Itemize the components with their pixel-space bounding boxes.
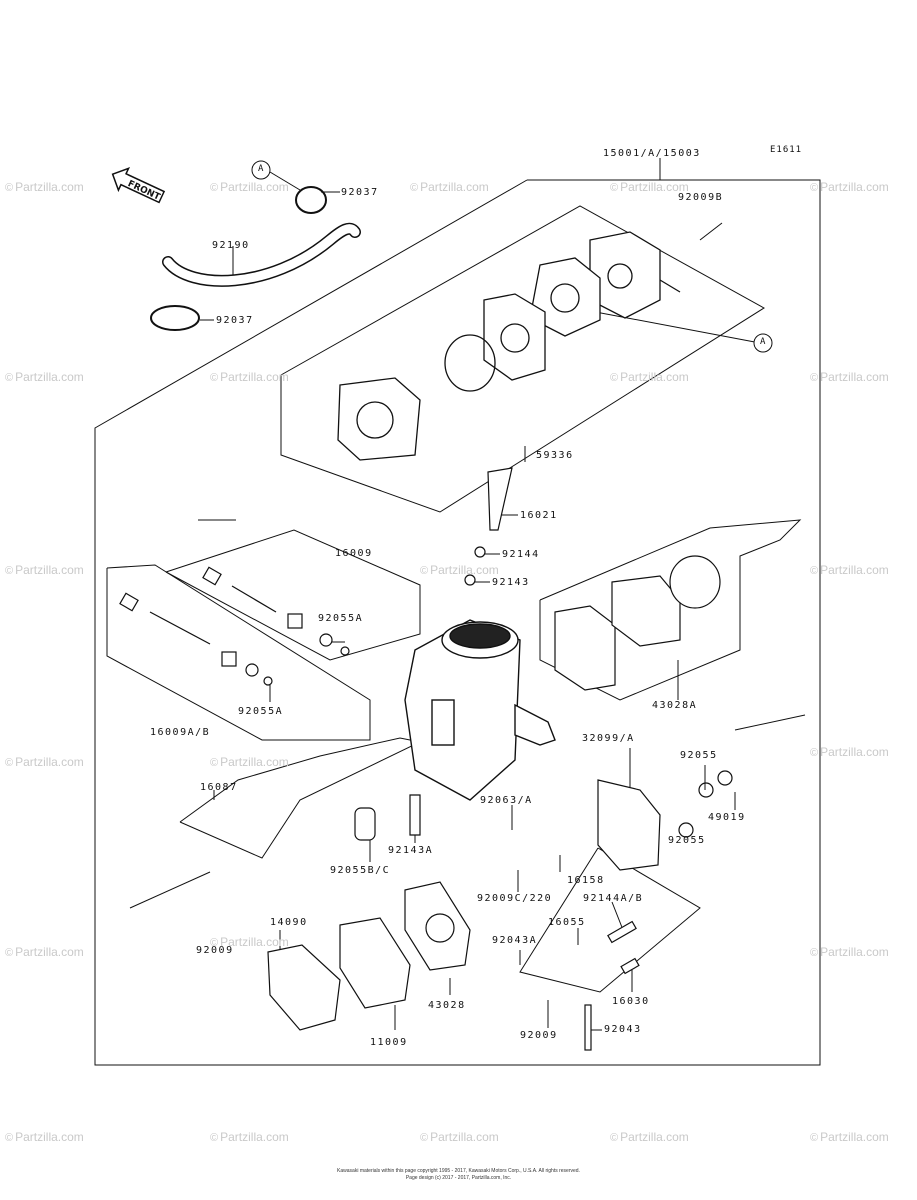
part-label: 92143 [492,577,530,588]
watermark: ©Partzilla.com [420,563,499,577]
callout-a-right-label: A [760,337,766,347]
part-label: 16021 [520,510,558,521]
watermark: ©Partzilla.com [5,563,84,577]
watermark: ©Partzilla.com [610,1130,689,1144]
callout-a-right [753,333,773,353]
watermark: ©Partzilla.com [210,180,289,194]
part-label: 14090 [270,917,308,928]
watermark: ©Partzilla.com [810,370,889,384]
part-label: 92043 [604,1024,642,1035]
part-label: 92009B [678,192,724,203]
carburetor-body-part [404,619,556,801]
part-label: 92055A [318,613,364,624]
part-label: 16009A/B [150,727,211,738]
watermark: ©Partzilla.com [5,370,84,384]
callout-a-top-label: A [258,164,264,174]
watermark: ©Partzilla.com [810,745,889,759]
watermark: ©Partzilla.com [210,935,289,949]
watermark: ©Partzilla.com [610,180,689,194]
watermark: ©Partzilla.com [410,180,489,194]
part-label: 16055 [548,917,586,928]
part-label: 16009 [335,548,373,559]
front-arrow-icon: FRONT [111,167,166,204]
watermark: ©Partzilla.com [610,370,689,384]
part-label: 59336 [536,450,574,461]
assembly-frame [94,179,821,1066]
watermark: ©Partzilla.com [210,370,289,384]
watermark: ©Partzilla.com [5,180,84,194]
part-label: 92144A/B [583,893,644,904]
needle-group-outline [165,529,421,661]
watermark: ©Partzilla.com [420,1130,499,1144]
part-label: 92009 [196,945,234,956]
watermark: ©Partzilla.com [5,945,84,959]
watermark: ©Partzilla.com [5,755,84,769]
part-label: 92055A [238,706,284,717]
part-label: 92009 [520,1030,558,1041]
part-label: 92009C/220 [477,893,553,904]
part-label: 16030 [612,996,650,1007]
watermark: ©Partzilla.com [810,180,889,194]
pump-group-outline [280,205,765,513]
watermark: ©Partzilla.com [210,755,289,769]
part-label: 15001/A/15003 [603,148,701,159]
pins-part [354,467,733,1051]
clamp-bottom-part [150,305,200,331]
adjust-screws-part [119,566,350,686]
part-label: 92143A [388,845,434,856]
watermark: ©Partzilla.com [5,1130,84,1144]
diaphragm-parts [267,779,661,1031]
part-label: 43028A [652,700,698,711]
part-label: 43028 [428,1000,466,1011]
gasket-parts [554,555,721,691]
part-label: 92055 [668,835,706,846]
page-design-footer: Page design (c) 2017 - 2017, Partzilla.c… [405,1175,512,1181]
watermark: ©Partzilla.com [810,1130,889,1144]
lever-group-outline [179,737,422,859]
part-label: 92037 [341,187,379,198]
part-label: 92043A [492,935,538,946]
callout-a-top [251,160,271,180]
part-label: 92063/A [480,795,533,806]
clamp-top-part [295,186,327,214]
part-label: 16087 [200,782,238,793]
part-label: 92037 [216,315,254,326]
copyright-footer: Kawasaki materials within this page copy… [337,1168,580,1174]
part-label: 92144 [502,549,540,560]
part-label: 49019 [708,812,746,823]
part-label: 32099/A [582,733,635,744]
part-label: 11009 [370,1037,408,1048]
part-label: 92055 [680,750,718,761]
part-label: 16158 [567,875,605,886]
diaphragm-group-outline [519,847,701,993]
part-label: 92055B/C [330,865,391,876]
pump-cover-part [337,231,681,461]
needle-group-a-outline [106,564,371,741]
watermark: ©Partzilla.com [810,563,889,577]
diagram-code: E1611 [770,145,803,155]
part-label: 92190 [212,240,250,251]
watermark: ©Partzilla.com [810,945,889,959]
watermark: ©Partzilla.com [210,1130,289,1144]
